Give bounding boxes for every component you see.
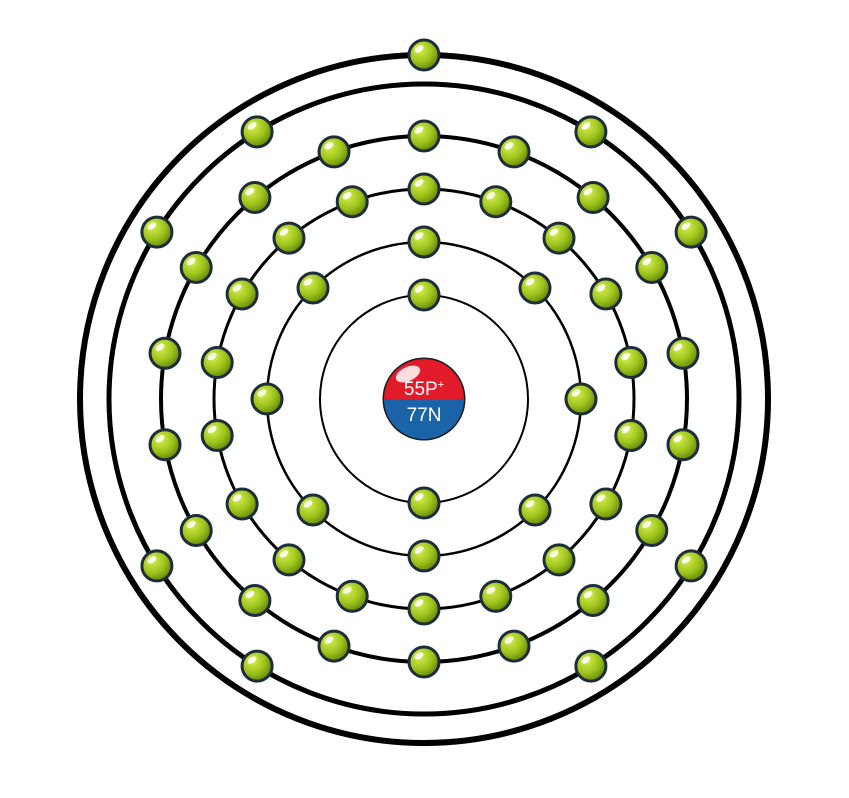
electron — [614, 346, 648, 379]
electron — [635, 251, 669, 284]
electron — [272, 543, 306, 577]
electron — [225, 277, 259, 311]
electron — [518, 271, 552, 305]
neutron-count-label: 77N — [407, 405, 442, 426]
electron — [666, 428, 700, 462]
electron — [542, 543, 576, 577]
electron — [589, 487, 623, 521]
electron — [296, 493, 330, 527]
electron — [479, 579, 513, 613]
electron — [542, 221, 576, 255]
electron — [407, 38, 441, 72]
electron — [335, 185, 369, 219]
electron — [200, 346, 234, 379]
electron — [479, 185, 513, 219]
electron — [407, 225, 441, 259]
electron — [179, 251, 213, 284]
electron — [240, 649, 274, 683]
electron — [407, 592, 441, 626]
electron — [614, 419, 648, 452]
electron — [407, 486, 441, 520]
electron — [238, 181, 272, 214]
electron — [576, 584, 610, 617]
electron — [317, 135, 351, 169]
electron — [497, 135, 531, 169]
electron — [635, 514, 669, 547]
electron — [518, 493, 552, 527]
electron — [250, 382, 284, 416]
electron — [240, 115, 274, 149]
electron — [674, 549, 708, 583]
electron — [497, 629, 531, 663]
electron — [576, 181, 610, 214]
electrons — [140, 38, 708, 683]
electron — [407, 539, 441, 573]
electron — [148, 428, 182, 462]
electron — [200, 419, 234, 452]
electron — [666, 336, 700, 370]
electron — [407, 119, 441, 153]
electron — [407, 172, 441, 206]
electron — [407, 278, 441, 312]
electron — [335, 579, 369, 613]
electron — [296, 271, 330, 305]
electron — [148, 336, 182, 370]
electron — [317, 629, 351, 663]
electron — [674, 215, 708, 249]
electron — [140, 549, 174, 583]
nucleus: 55P+ 77N — [382, 357, 466, 441]
electron — [574, 649, 608, 683]
electron — [272, 221, 306, 255]
electron — [238, 584, 272, 617]
electron — [225, 487, 259, 521]
electron — [407, 645, 441, 679]
electron — [140, 215, 174, 249]
proton-count-label: 55P+ — [404, 379, 444, 400]
electron — [179, 514, 213, 547]
electron — [564, 382, 598, 416]
shell-5-orbit — [106, 81, 742, 717]
electron — [589, 277, 623, 311]
electron — [574, 115, 608, 149]
